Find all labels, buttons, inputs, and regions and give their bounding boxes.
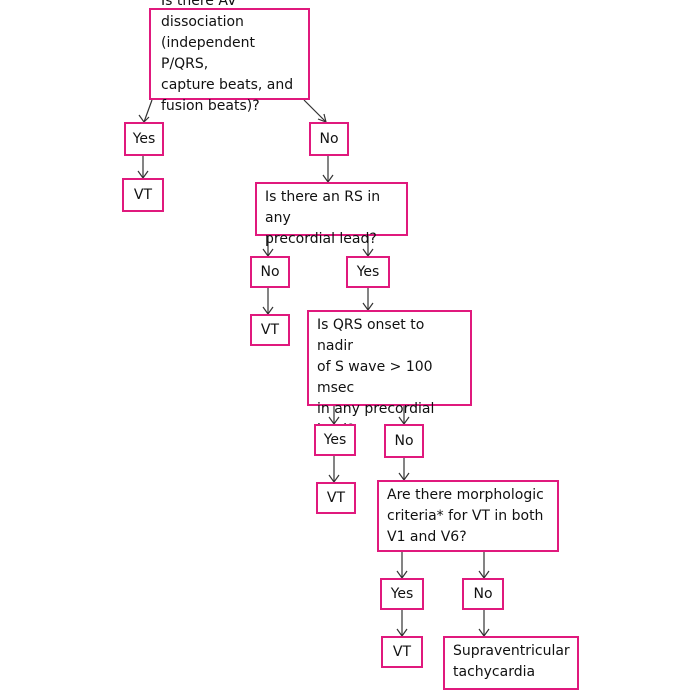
arrow-q1-yes xyxy=(143,99,153,123)
no-morphologic-criteria: No xyxy=(462,578,504,610)
result-vt-3: VT xyxy=(316,482,356,514)
no-qrs-onset: No xyxy=(384,424,424,458)
question-qrs-onset-nadir: Is QRS onset to nadir of S wave > 100 ms… xyxy=(307,310,472,438)
result-vt-2: VT xyxy=(250,314,290,346)
result-vt-4: VT xyxy=(381,636,423,668)
question-morphologic-criteria: Are there morphologic criteria* for VT i… xyxy=(377,480,559,552)
yes-rs-precordial: Yes xyxy=(346,256,390,288)
yes-av-dissociation: Yes xyxy=(124,122,164,156)
yes-morphologic-criteria: Yes xyxy=(380,578,424,610)
result-vt-1: VT xyxy=(122,178,164,212)
no-av-dissociation: No xyxy=(309,122,349,156)
result-supraventricular-tachycardia: Supraventricular tachycardia xyxy=(443,636,579,690)
no-rs-precordial: No xyxy=(250,256,290,288)
arrow-q1-no xyxy=(303,99,327,123)
yes-qrs-onset: Yes xyxy=(314,424,356,456)
question-rs-precordial: Is there an RS in any precordial lead? xyxy=(255,182,408,247)
question-av-dissociation: Is there AV dissociation (independent P/… xyxy=(149,0,310,114)
